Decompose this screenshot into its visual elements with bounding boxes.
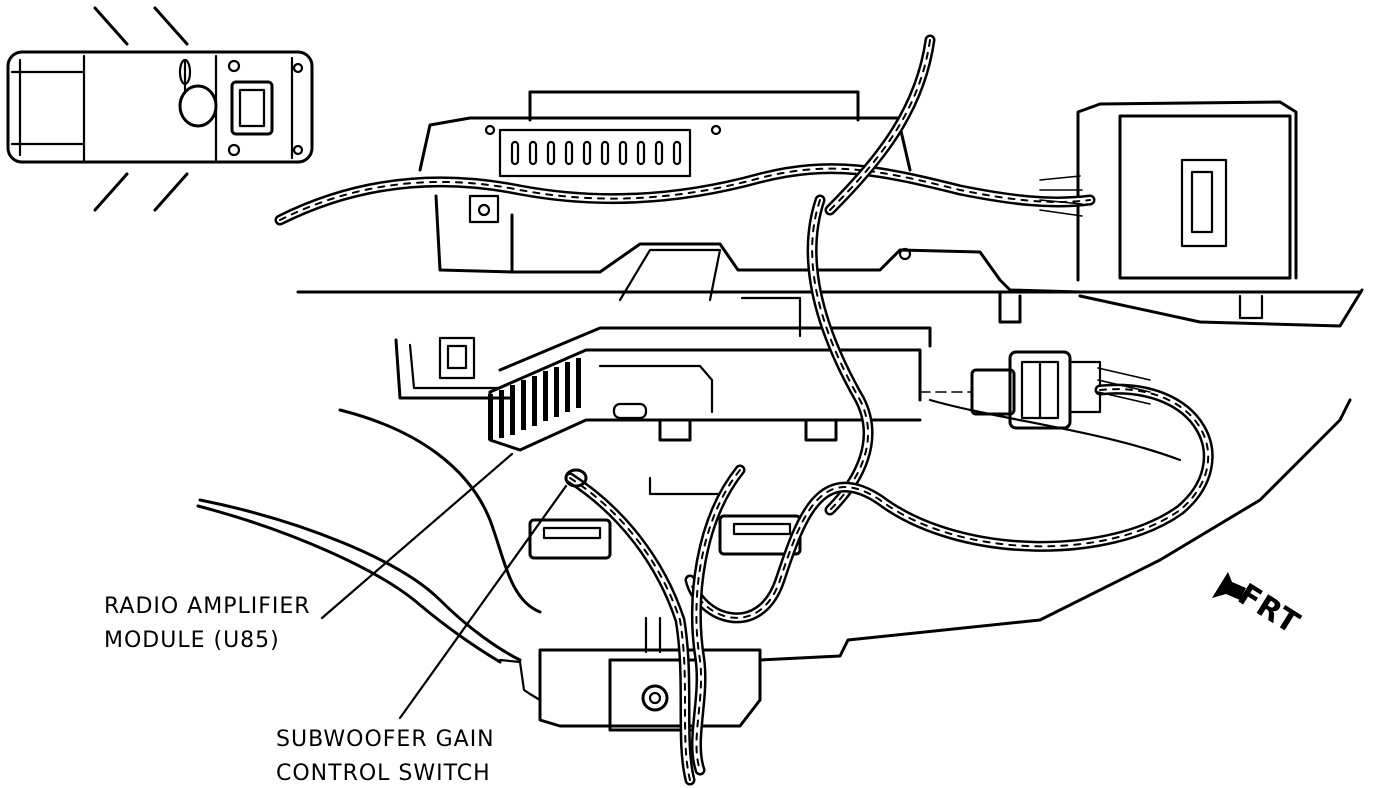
heat-sink-fins <box>488 358 581 440</box>
dash-outline <box>196 398 1352 732</box>
front-direction-indicator: FRT <box>1212 572 1306 642</box>
radio-amplifier-label-line1: RADIO AMPLIFIER <box>104 594 311 619</box>
radio-vent-slots <box>510 140 682 166</box>
amplifier-leader-line <box>320 452 514 620</box>
upper-shelf <box>296 90 1364 328</box>
vehicle-locator-icon <box>6 6 314 212</box>
harness-connector <box>919 350 1102 430</box>
subwoofer-switch-label-line1: SUBWOOFER GAIN <box>276 727 495 752</box>
junction-block <box>1076 100 1298 282</box>
amplifier-module <box>394 248 932 452</box>
wiring-harness <box>274 34 1214 786</box>
subwoofer-switch-label-line2: CONTROL SWITCH <box>276 761 491 786</box>
front-arrow-icon <box>1212 572 1246 600</box>
radio-amplifier-label-line2: MODULE (U85) <box>104 628 280 653</box>
switch-leader-line <box>398 484 568 720</box>
leader-lines <box>320 452 568 720</box>
